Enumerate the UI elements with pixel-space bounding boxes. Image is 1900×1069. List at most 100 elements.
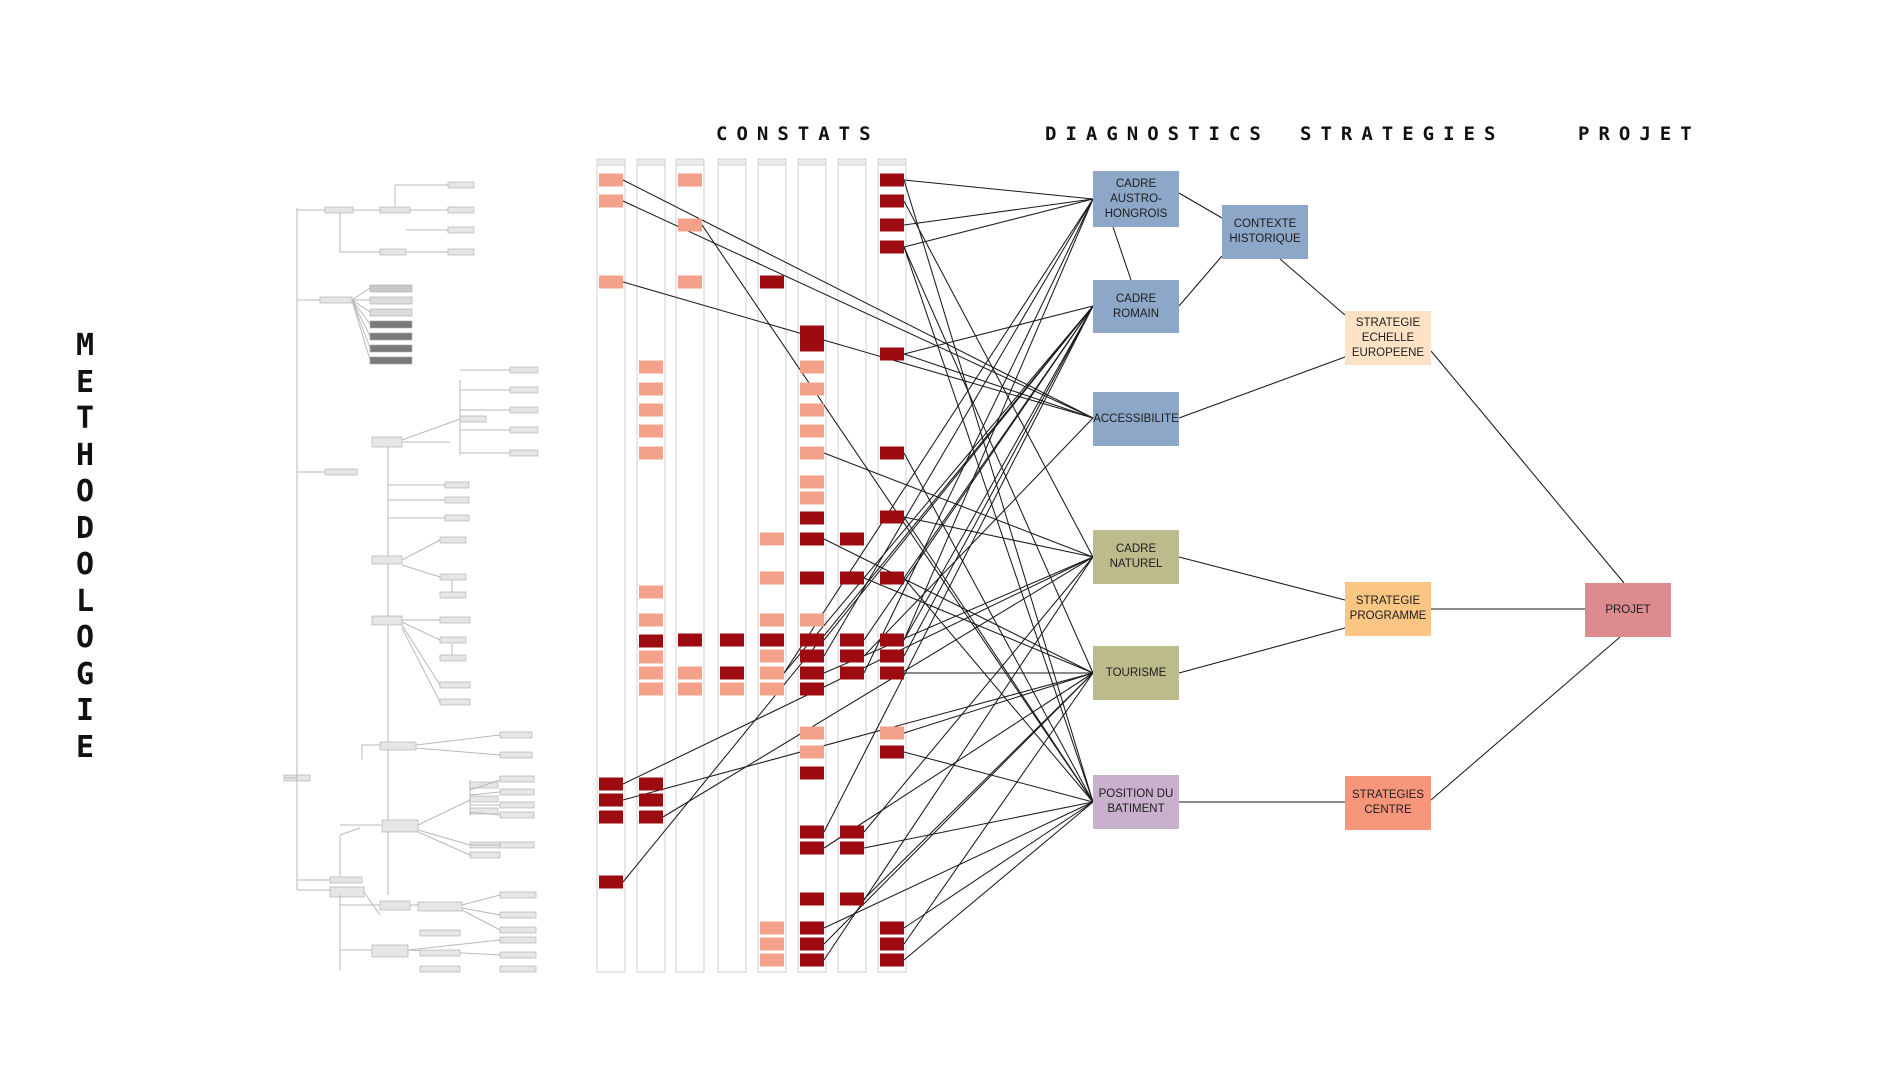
methodologie-letter: G (75, 656, 95, 692)
tree-node (381, 819, 419, 833)
constat-box (800, 475, 824, 489)
connection-line (903, 353, 1094, 419)
tree-node (371, 944, 409, 958)
constat-box (639, 810, 663, 824)
constat-box (840, 649, 864, 663)
diagnostics-heading: DIAGNOSTICS (1045, 123, 1270, 145)
constat-box (840, 666, 864, 680)
constat-box (720, 682, 744, 696)
methodologie-letter: E (75, 364, 95, 400)
constat-box (880, 571, 904, 585)
tree-node (369, 284, 413, 293)
connection-line (903, 246, 1094, 674)
constat-box (678, 275, 702, 289)
tree-node (499, 751, 533, 759)
constat-box (639, 793, 663, 807)
tree-node (419, 929, 461, 937)
connection-line (1178, 556, 1346, 601)
connection-line (1430, 350, 1625, 584)
constat-box (639, 613, 663, 627)
tree-node (459, 415, 487, 423)
tree-node (419, 949, 461, 957)
tree-node (369, 356, 413, 365)
tree-node (379, 248, 407, 256)
methodologie-letter: O (75, 474, 95, 509)
constat-box (639, 682, 663, 696)
constat-box (840, 841, 864, 855)
constat-box (760, 649, 784, 663)
tree-node (439, 698, 471, 706)
tree-node (371, 436, 403, 448)
tree-node (499, 951, 537, 959)
tree-connector (351, 299, 371, 361)
connection-line (903, 305, 1094, 355)
tree-connector (407, 939, 501, 951)
tree-node (469, 795, 499, 803)
connection-line (622, 179, 1094, 419)
tree-node (319, 296, 353, 304)
connection-line (1178, 255, 1223, 307)
connection-line (823, 556, 1094, 961)
constat-box (678, 666, 702, 680)
tree-node (329, 876, 363, 884)
constat-box (760, 953, 784, 967)
tree-connector (351, 299, 371, 349)
connection-line (863, 672, 1094, 900)
constat-box (800, 766, 824, 780)
tree-node (499, 811, 535, 819)
constat-box (880, 921, 904, 935)
tree-node (499, 801, 535, 809)
constat-box (639, 403, 663, 417)
connection-line (903, 198, 1094, 226)
tree-node (379, 206, 411, 214)
tree-node (499, 911, 537, 919)
connection-line (783, 198, 1094, 674)
constat-column-header (636, 158, 666, 166)
methodologie-letter: T (75, 401, 95, 436)
constat-box (800, 937, 824, 951)
constat-box (639, 382, 663, 396)
methodologie-letter: H (75, 437, 95, 473)
diagnostic-accessibilite: ACCESSIBILITE (1093, 392, 1179, 446)
tree-connector (401, 627, 441, 703)
constat-column (596, 164, 626, 973)
tree-node (379, 900, 411, 911)
connection-line (903, 452, 1094, 803)
constat-box (639, 650, 663, 664)
strategie-echelle-europeene: STRATEGIE ECHELLE EUROPEENE (1345, 311, 1431, 365)
connection-line (622, 200, 1094, 419)
diagnostic-cadre-naturel: CADRE NATUREL (1093, 530, 1179, 584)
tree-connector (351, 299, 371, 325)
constat-box (800, 841, 824, 855)
tree-node (439, 654, 467, 662)
connection-line (1178, 356, 1346, 419)
connection-line (1112, 226, 1132, 281)
constat-box (599, 173, 623, 187)
tree-connector (469, 779, 501, 791)
constat-box (880, 173, 904, 187)
tree-connector (339, 827, 361, 836)
constat-box (760, 532, 784, 546)
constat-box (599, 777, 623, 791)
constat-box (599, 275, 623, 289)
constat-column (837, 164, 867, 973)
constat-column-header (837, 158, 867, 166)
strategie-programme: STRATEGIE PROGRAMME (1345, 582, 1431, 636)
tree-node (324, 206, 354, 214)
connection-line (863, 417, 1094, 657)
projet-node: PROJET (1585, 583, 1671, 637)
diagnostic-position-du-batiment: POSITION DU BATIMENT (1093, 775, 1179, 829)
constat-box (678, 633, 702, 647)
constat-box (760, 666, 784, 680)
constat-box (760, 682, 784, 696)
tree-connector (415, 734, 501, 746)
constat-column-header (797, 158, 827, 166)
projet-heading: PROJET (1578, 123, 1701, 145)
connection-line (903, 305, 1094, 641)
tree-connector (417, 829, 471, 846)
diagnostic-cadre-romain: CADRE ROMAIN (1093, 280, 1179, 333)
constat-box (800, 446, 824, 460)
constat-box (760, 613, 784, 627)
